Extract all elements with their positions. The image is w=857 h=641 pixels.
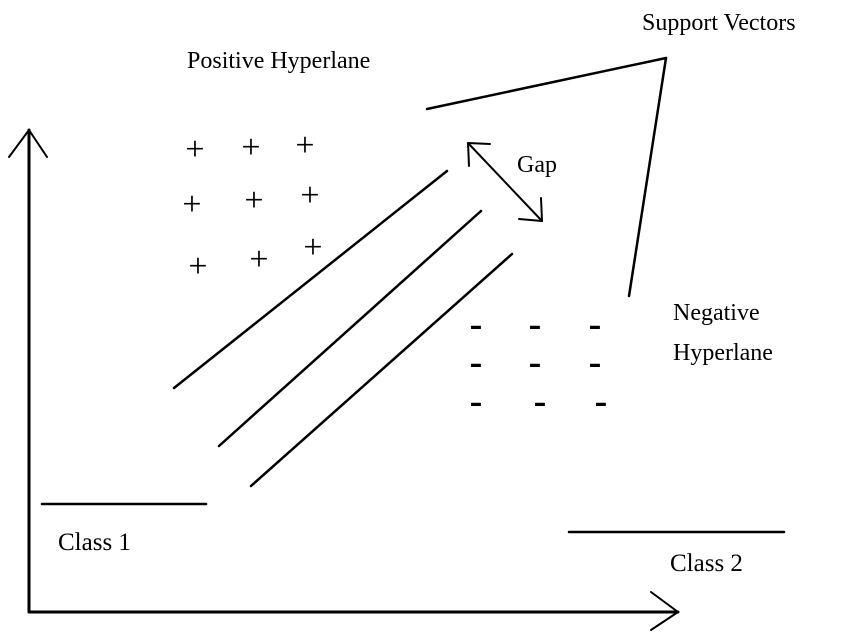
positive-point: + [182, 186, 201, 223]
gap-arrow [467, 142, 543, 222]
positive-point: + [185, 131, 204, 168]
negative-hyperplane-label-line1: Negative [673, 300, 760, 326]
hyperplanes [172, 169, 514, 488]
class1-label: Class 1 [58, 529, 131, 556]
positive-point: + [249, 241, 268, 278]
negative-point: - [470, 342, 483, 384]
negative-point: - [470, 381, 483, 423]
positive-point: + [188, 248, 207, 285]
support-vectors-label: Support Vectors [642, 10, 796, 36]
gap-label: Gap [517, 152, 557, 178]
decision-boundary-line [217, 209, 483, 448]
negative-points: - - - - - - - - - [470, 304, 608, 423]
positive-point: + [244, 182, 263, 219]
class2-label: Class 2 [670, 550, 743, 577]
axes [8, 128, 680, 631]
positive-point: + [295, 127, 314, 164]
positive-point: + [303, 229, 322, 266]
negative-point: - [529, 342, 542, 384]
gap-arrow-shaft [467, 142, 543, 222]
negative-hyperplane-line [249, 252, 514, 488]
negative-point: - [529, 304, 542, 346]
positive-point: + [241, 129, 260, 166]
pointer-line-to-negative [627, 56, 668, 298]
positive-point: + [300, 177, 319, 214]
negative-point: - [534, 381, 547, 423]
positive-points: + + + + + + + + + [182, 127, 322, 285]
y-axis-arrowhead [8, 129, 48, 158]
gap-arrow-head-top [467, 142, 491, 167]
positive-hyperplane-label: Positive Hyperlane [187, 48, 370, 74]
negative-hyperplane-label-line2: Hyperlane [673, 340, 773, 366]
positive-hyperplane-line [172, 169, 449, 390]
pointer-line-to-positive [425, 56, 668, 111]
gap-arrow-head-bottom [518, 197, 543, 222]
negative-point: - [589, 304, 602, 346]
negative-point: - [589, 342, 602, 384]
support-vector-pointers [425, 56, 668, 298]
x-axis-arrowhead [650, 591, 679, 631]
negative-point: - [470, 304, 483, 346]
negative-point: - [595, 381, 608, 423]
